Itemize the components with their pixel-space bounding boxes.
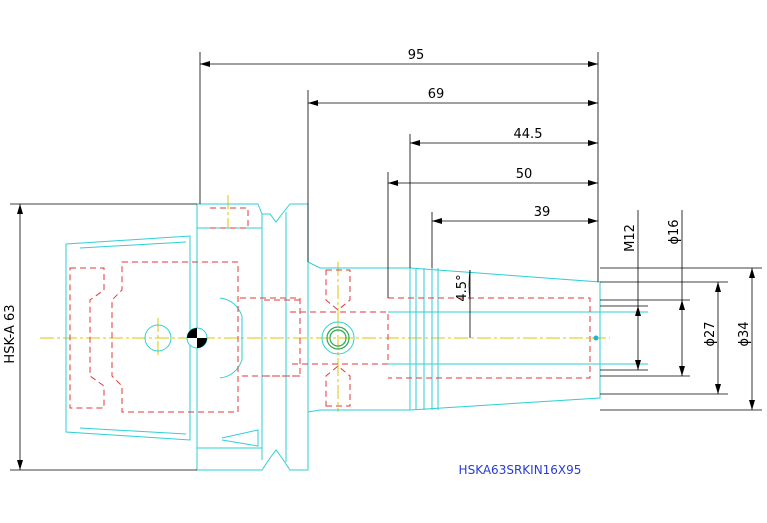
dimension-texts: 95 69 44.5 50 39 4.5° M12 ϕ16 ϕ27 ϕ34 HS… [3,48,752,364]
thread-circle [326,326,350,350]
dim-44-5: 44.5 [514,127,543,142]
dim-69: 69 [428,87,445,102]
dim-overall-length: 95 [408,48,425,63]
dim-shank: HSK-A 63 [3,304,18,363]
dim-bore-dia: ϕ16 [667,219,682,244]
hidden-lines [69,207,591,413]
gauge-mark [186,327,208,349]
dim-taper-angle: 4.5° [455,274,470,301]
dim-39: 39 [534,205,551,220]
extension-lines [10,52,762,471]
part-outline [65,203,648,471]
dim-dia-34: ϕ34 [737,321,752,346]
dim-thread: M12 [623,224,638,252]
centre-lines [40,195,610,412]
dim-50: 50 [516,167,533,182]
part-number: HSKA63SRKIN16X95 [459,463,582,477]
dim-dia-27: ϕ27 [703,321,718,346]
dimension-lines [17,61,755,470]
tip-marker [593,335,599,341]
